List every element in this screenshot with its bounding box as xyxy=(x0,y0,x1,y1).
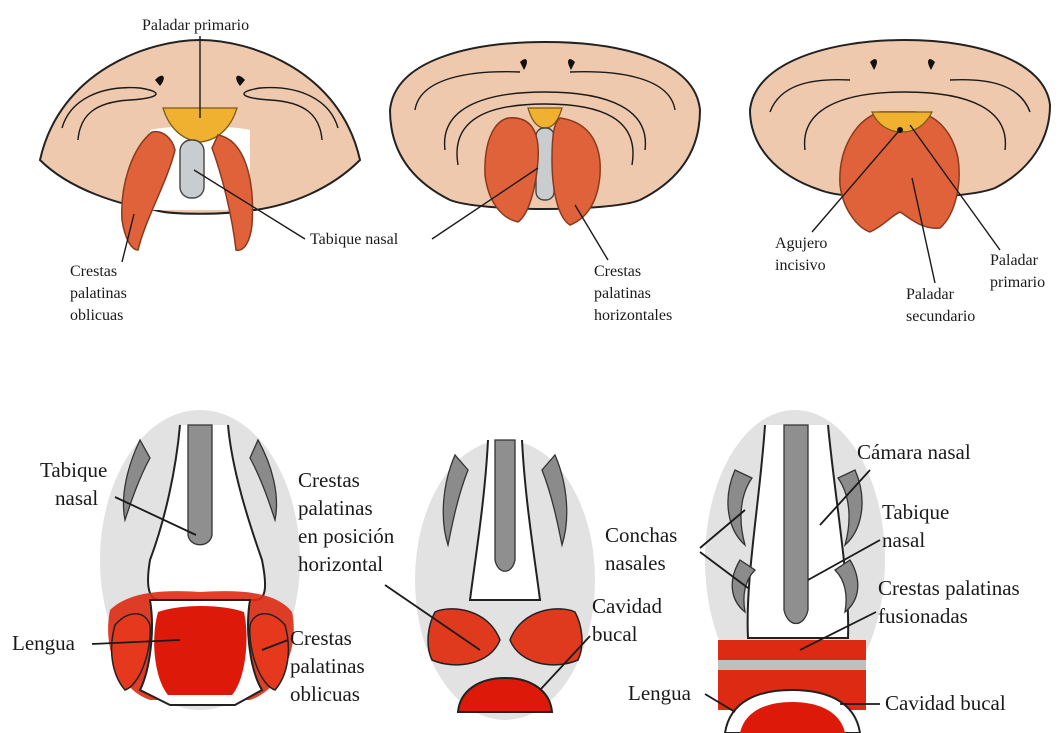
label-crestas-oblicuas-bot-3: oblicuas xyxy=(290,682,360,706)
label-crestas-oblicuas-bot-1: Crestas xyxy=(290,626,352,650)
label-crestas-fusionadas-1: Crestas palatinas xyxy=(878,576,1020,600)
label-crestas-oblicuas-2: palatinas xyxy=(70,285,127,302)
palate-grey-band xyxy=(718,660,866,670)
label-crestas-oblicuas-3: oblicuas xyxy=(70,307,123,324)
label-agujero-incisivo-2: incisivo xyxy=(775,257,826,274)
label-tabique-nasal-left-1: Tabique xyxy=(40,458,107,482)
nasal-septum-shape xyxy=(495,440,515,571)
label-crestas-horizontal-4: horizontal xyxy=(298,552,383,576)
top-panel-horizontal-ridges xyxy=(390,42,700,225)
label-crestas-oblicuas-1: Crestas xyxy=(70,263,117,280)
label-cavidad-bucal-right: Cavidad bucal xyxy=(885,691,1006,715)
label-paladar-primario: Paladar primario xyxy=(142,17,249,34)
label-tabique-nasal-right-1: Tabique xyxy=(882,500,949,524)
label-crestas-horizontal-3: en posición xyxy=(298,524,395,548)
label-tabique-nasal-left-2: nasal xyxy=(55,486,98,510)
label-crestas-horizontales-2: palatinas xyxy=(594,285,651,302)
nasal-septum-shape xyxy=(188,425,212,545)
label-crestas-horizontales-3: horizontales xyxy=(594,307,672,324)
bottom-panel-horizontal xyxy=(415,440,595,720)
label-paladar-primario-right-1: Paladar xyxy=(990,252,1039,269)
leader-line xyxy=(575,205,608,260)
label-tabique-nasal-right-2: nasal xyxy=(882,528,925,552)
label-crestas-horizontal-1: Crestas xyxy=(298,468,360,492)
label-conchas-nasales-2: nasales xyxy=(605,551,666,575)
label-camara-nasal: Cámara nasal xyxy=(857,440,971,464)
label-conchas-nasales-1: Conchas xyxy=(605,523,677,547)
label-tabique-nasal: Tabique nasal xyxy=(310,231,399,248)
label-paladar-primario-right-2: primario xyxy=(990,274,1045,291)
label-lengua-left: Lengua xyxy=(12,631,76,655)
label-paladar-secundario-1: Paladar xyxy=(906,286,955,303)
label-cavidad-bucal-mid-1: Cavidad xyxy=(592,594,662,618)
label-agujero-incisivo-1: Agujero xyxy=(775,235,827,252)
nasal-septum-shape xyxy=(180,140,204,198)
top-panel-fused-palate xyxy=(750,40,1050,232)
label-crestas-horizontales-1: Crestas xyxy=(594,263,641,280)
label-crestas-horizontal-2: palatinas xyxy=(298,496,373,520)
label-paladar-secundario-2: secundario xyxy=(906,308,975,325)
label-cavidad-bucal-mid-2: bucal xyxy=(592,622,638,646)
label-crestas-fusionadas-2: fusionadas xyxy=(878,604,968,628)
tongue-shape xyxy=(154,606,246,695)
bottom-panel-oblique xyxy=(100,410,300,710)
label-lengua-right: Lengua xyxy=(628,681,692,705)
nasal-septum-shape xyxy=(784,425,808,624)
label-crestas-oblicuas-bot-2: palatinas xyxy=(290,654,365,678)
